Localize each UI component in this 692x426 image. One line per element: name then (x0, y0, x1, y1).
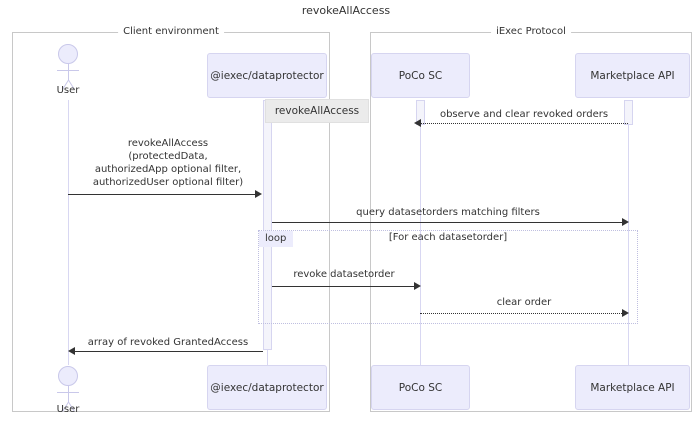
message-line-clear-order (420, 313, 624, 314)
participant-poco-sc-bottom[interactable]: PoCo SC (371, 365, 470, 410)
lifeline-marketplace-api (628, 100, 629, 365)
message-label-array-of-revoked-grantedaccess: array of revoked GrantedAccess (87, 337, 249, 348)
message-line-revoke-datasetorder (272, 286, 416, 287)
group-label-iexec-protocol: iExec Protocol (491, 26, 571, 37)
message-line-observe-clear-revoked-orders (420, 123, 628, 124)
actor-arms-icon (57, 70, 79, 71)
note-revoke-all-access: revokeAllAccess (265, 99, 369, 123)
participant-dataprotector-bottom[interactable]: @iexec/dataprotector (207, 365, 327, 410)
actor-user-bottom[interactable] (48, 366, 90, 424)
participant-poco-sc-top[interactable]: PoCo SC (371, 53, 470, 98)
message-label-query-datasetorders: query datasetorders matching filters (356, 207, 540, 218)
lifeline-user (68, 100, 69, 365)
message-arrowhead-clear-order (622, 309, 629, 317)
actor-body-icon (68, 64, 69, 80)
participant-marketplace-api-bottom[interactable]: Marketplace API (575, 365, 690, 410)
message-line-array-of-revoked-grantedaccess (74, 351, 263, 352)
actor-head-icon (58, 366, 78, 386)
message-line-query-datasetorders (272, 222, 624, 223)
actor-head-icon (58, 44, 78, 64)
actor-label-user-top: User (56, 85, 80, 96)
actor-label-user-bottom: User (56, 404, 80, 415)
fragment-loop-tag: loop (259, 231, 294, 247)
actor-arms-icon (57, 392, 79, 393)
message-arrowhead-array-of-revoked-grantedaccess (68, 347, 75, 355)
message-label-revoke-datasetorder: revoke datasetorder (293, 269, 395, 280)
message-label-clear-order: clear order (496, 297, 552, 308)
fragment-loop-condition: [For each datasetorder] (388, 232, 508, 243)
page-title: revokeAllAccess (301, 4, 391, 17)
group-label-client-environment: Client environment (118, 26, 224, 37)
lifeline-poco-sc (420, 100, 421, 365)
fragment-loop (258, 230, 638, 324)
message-arrowhead-query-datasetorders (622, 218, 629, 226)
message-label-revoke-all-access: revokeAllAccess (protectedData, authoriz… (92, 138, 244, 188)
participant-marketplace-api-top[interactable]: Marketplace API (575, 53, 690, 98)
message-arrowhead-revoke-datasetorder (414, 282, 421, 290)
participant-dataprotector-top[interactable]: @iexec/dataprotector (207, 53, 327, 98)
message-line-revoke-all-access (68, 194, 256, 195)
message-arrowhead-revoke-all-access (255, 190, 262, 198)
activation-marketplace-api (624, 100, 633, 125)
message-label-observe-clear-revoked-orders: observe and clear revoked orders (439, 109, 609, 120)
actor-user-top[interactable] (48, 44, 90, 102)
actor-body-icon (68, 386, 69, 402)
message-arrowhead-observe-clear-revoked-orders (414, 119, 421, 127)
